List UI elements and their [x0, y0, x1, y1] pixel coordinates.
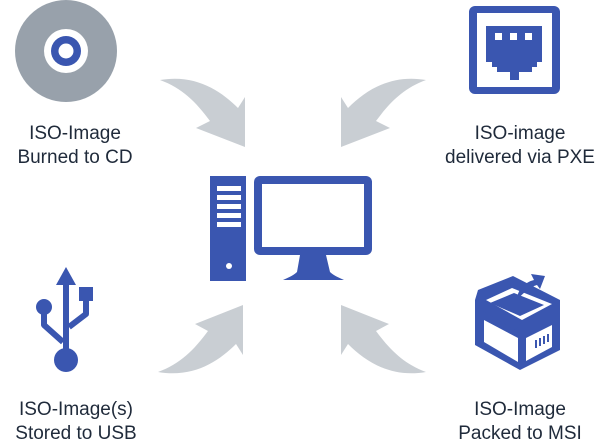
- label-pxe-line1: ISO-image: [474, 123, 566, 144]
- label-cd: ISO-Image Burned to CD: [0, 122, 150, 170]
- label-usb: ISO-Image(s) Stored to USB: [0, 398, 152, 446]
- usb-icon: [36, 267, 93, 372]
- label-usb-line2: Stored to USB: [15, 423, 137, 444]
- label-pxe: ISO-image delivered via PXE: [437, 122, 600, 170]
- label-cd-line2: Burned to CD: [17, 147, 133, 168]
- label-msi-line1: ISO-Image: [474, 399, 566, 420]
- arrow-msi-to-center: [341, 305, 426, 374]
- label-cd-line1: ISO-Image: [29, 123, 121, 144]
- arrow-pxe-to-center: [341, 78, 426, 147]
- package-box-icon: [475, 274, 560, 370]
- label-usb-line1: ISO-Image(s): [18, 399, 134, 420]
- desktop-computer-icon: [210, 176, 372, 281]
- arrow-usb-to-center: [158, 305, 243, 374]
- label-pxe-line2: delivered via PXE: [445, 147, 595, 168]
- label-msi: ISO-Image Packed to MSI: [440, 398, 600, 446]
- label-msi-line2: Packed to MSI: [458, 423, 582, 444]
- cd-disc-icon: [15, 0, 117, 102]
- arrow-cd-to-center: [160, 78, 245, 147]
- network-port-icon: [469, 6, 560, 94]
